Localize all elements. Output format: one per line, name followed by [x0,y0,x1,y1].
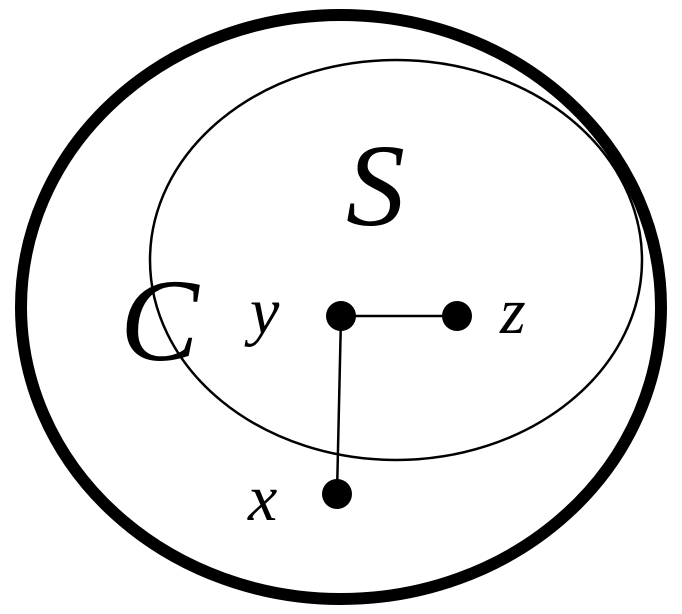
edge-y-x [335,315,343,495]
label-y: y [244,275,280,348]
label-x: x [247,462,277,535]
node-y [326,301,356,331]
set-s-boundary [148,58,644,462]
label-c: C [120,255,200,386]
node-z [442,301,472,331]
node-x [322,479,352,509]
set-c-boundary [15,9,667,605]
label-z: z [499,275,526,348]
label-s: S [346,120,405,251]
